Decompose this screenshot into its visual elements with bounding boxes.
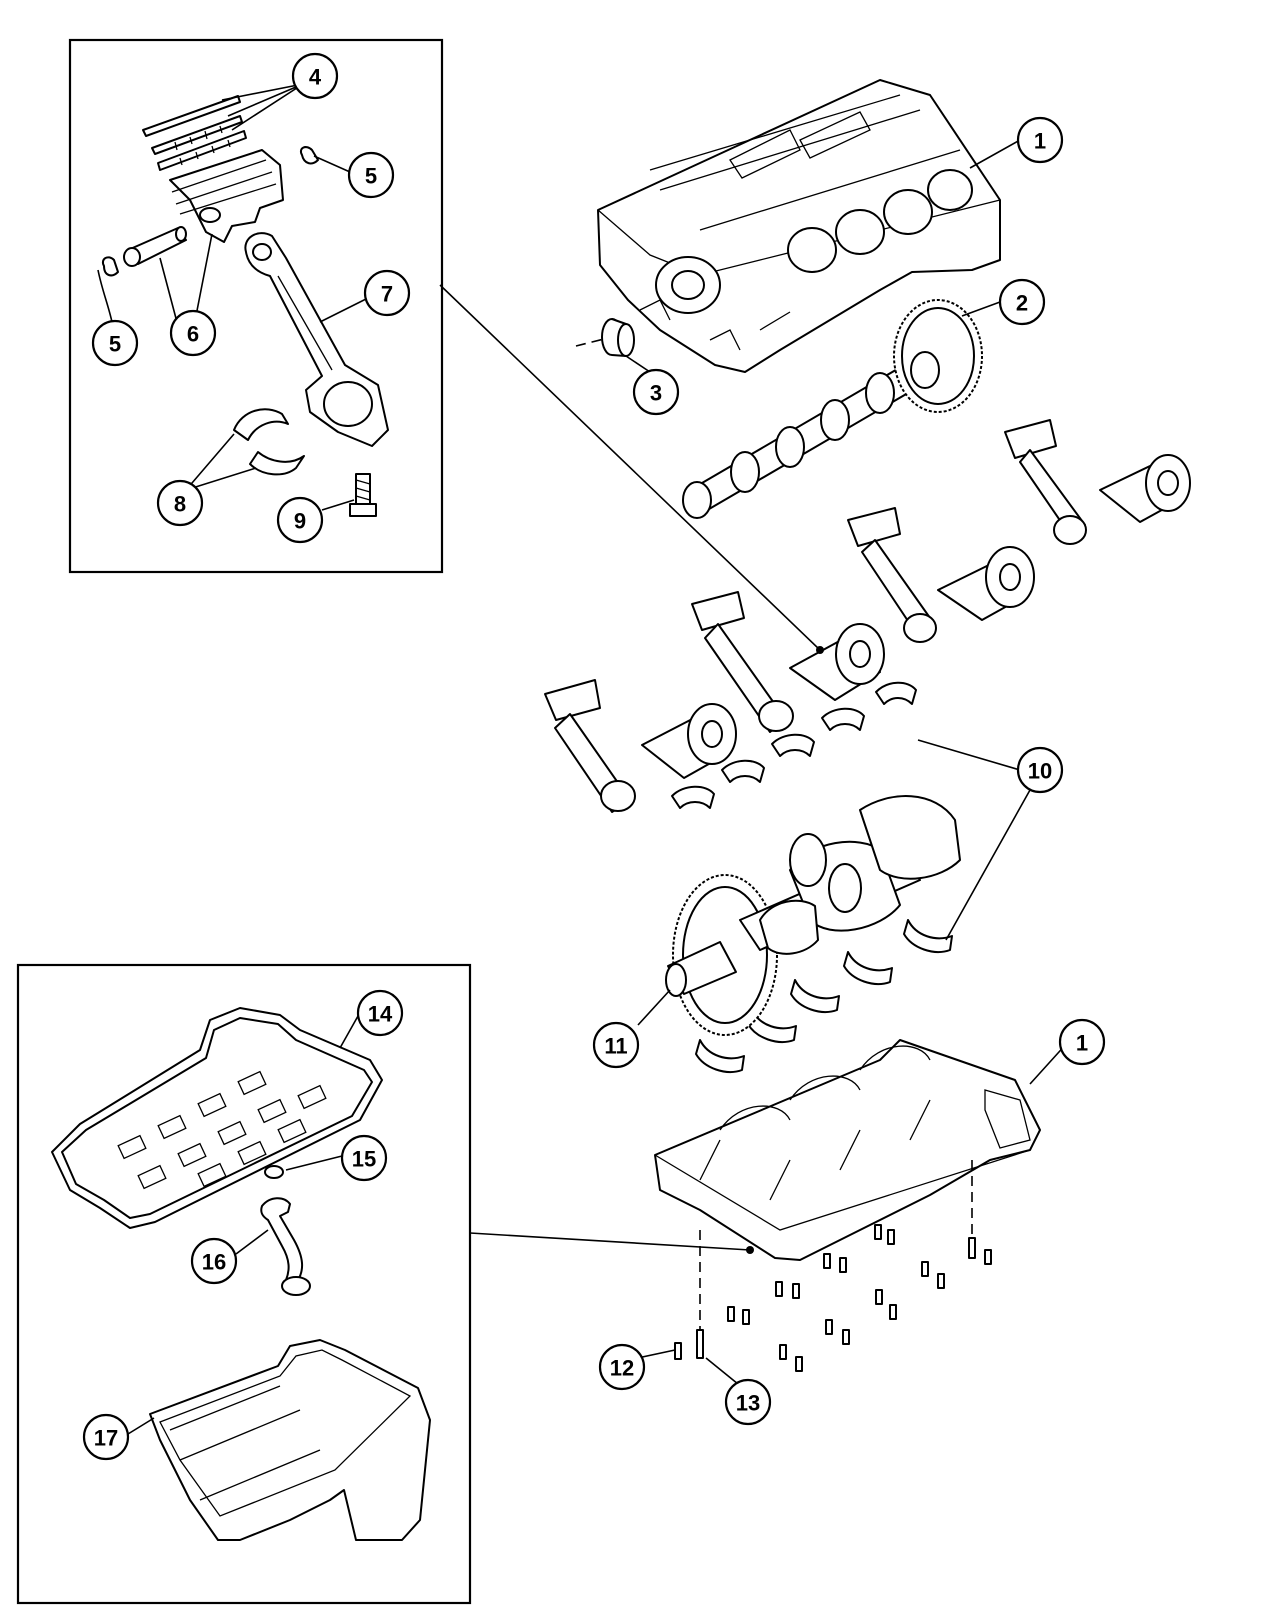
callout-label: 13 [736,1391,760,1416]
main-bearings-upper [671,681,917,809]
callout-label: 1 [1034,129,1046,154]
callout-1-bedplate: 1 [1058,1018,1106,1066]
piston-rod-assembly-3 [691,591,885,733]
piston-assembly-inset [68,38,444,574]
callout-label: 1 [1076,1031,1088,1056]
callout-label: 6 [187,322,199,347]
piston [169,149,284,243]
callout-label: 9 [294,509,306,534]
callout-label: 5 [365,164,377,189]
cam-bearing [575,318,635,357]
callout-label: 17 [94,1426,118,1451]
snap-ring-upper [300,146,319,165]
callout-1-block: 1 [1016,116,1064,164]
cam-gear [893,299,983,413]
callout-8-rod-bearings: 8 [156,479,204,527]
cylinder-block [597,79,1001,373]
callout-3-cam-bearing: 3 [632,368,680,416]
callout-12-bolt: 12 [598,1343,646,1391]
callout-11-crankshaft: 11 [592,1021,640,1069]
snap-ring-lower [102,256,119,277]
camshaft [682,349,945,519]
pickup-tube-oring [264,1165,284,1179]
callout-5-snap-ring-lower: 5 [91,319,139,367]
callout-14-gasket: 14 [356,989,404,1037]
callout-16-pickup-tube: 16 [190,1237,238,1285]
connecting-rod [244,232,389,447]
callout-label: 10 [1028,759,1052,784]
piston-rings [142,95,247,171]
callout-label: 11 [604,1034,627,1059]
rod-bearing-upper [233,408,289,441]
callout-5-snap-ring-upper: 5 [347,151,395,199]
callout-9-rod-bolt: 9 [276,496,324,544]
crankshaft [665,795,961,1036]
piston-rod-assembly-4 [544,679,737,813]
oil-pan-gasket [51,1007,383,1229]
callout-15-oring: 15 [340,1134,388,1182]
callout-10-main-bearings: 10 [1016,746,1064,794]
callout-6-piston-pin: 6 [169,309,217,357]
callout-17-oil-pan: 17 [82,1413,130,1461]
callout-7-connecting-rod: 7 [363,269,411,317]
piston-rod-assembly-2 [847,507,1035,643]
piston-rod-assembly-1 [1004,419,1191,545]
callout-label: 3 [650,381,662,406]
callout-4-piston-rings: 4 [291,52,339,100]
callout-label: 2 [1016,291,1028,316]
bedplate [654,1039,1041,1261]
bedplate-bolts [674,1160,992,1372]
callout-label: 12 [610,1356,634,1381]
callout-label: 15 [352,1147,376,1172]
oil-pickup-tube [260,1197,311,1296]
main-bearings-lower [695,919,953,1073]
rod-bearing-lower [249,451,305,476]
oil-pan-inset [16,963,472,1605]
oil-pan [149,1339,431,1541]
callout-label: 8 [174,492,186,517]
callout-13-bolt: 13 [724,1378,772,1426]
callout-label: 7 [381,282,393,307]
callout-2-camshaft-gear: 2 [998,278,1046,326]
callout-label: 4 [309,65,322,90]
callout-label: 5 [109,332,121,357]
rod-bolt [349,473,377,517]
callout-label: 14 [368,1002,393,1027]
callout-label: 16 [202,1250,226,1275]
piston-pin [123,226,187,267]
